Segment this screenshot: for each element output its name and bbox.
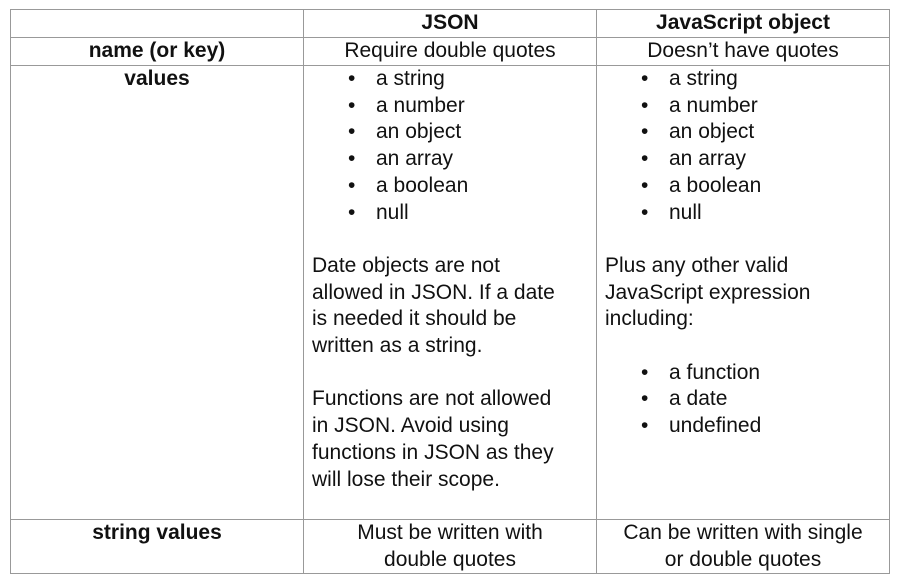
name-row: name (or key) Require double quotes Does…: [10, 37, 890, 66]
note-line: will lose their scope.: [312, 467, 500, 491]
list-item-label: a string: [376, 67, 445, 90]
note-line: written as a string.: [312, 334, 483, 358]
list-item-label: a string: [669, 67, 738, 90]
list-item: • a number: [605, 93, 881, 120]
bullet-icon: •: [641, 387, 649, 411]
js-values-cell: • a string • a number • an object • an array…: [596, 65, 890, 520]
row-label-values: values: [10, 65, 304, 520]
list-item-label: null: [376, 200, 409, 224]
list-item-label: an object: [669, 120, 755, 144]
list-item: • a number: [312, 93, 588, 120]
list-item: • a string: [312, 66, 588, 93]
list-item-label: a date: [669, 387, 728, 411]
bullet-icon: •: [348, 67, 356, 90]
bullet-icon: •: [641, 120, 649, 144]
list-item: • a boolean: [605, 173, 881, 200]
js-value-type-list: • a string • a number • an object • an array…: [605, 66, 881, 226]
list-item-label: a number: [376, 93, 465, 117]
json-values-cell: • a string • a number • an object • an array…: [303, 65, 597, 520]
bullet-icon: •: [348, 200, 356, 224]
list-item: • a boolean: [312, 173, 588, 200]
cell-line: Must be written with: [357, 521, 543, 544]
list-item: • null: [312, 200, 588, 227]
note-line: in JSON. Avoid using: [312, 414, 509, 438]
bullet-icon: •: [348, 120, 356, 144]
string-values-row: string values Must be written with doubl…: [10, 518, 890, 575]
list-item: • a function: [605, 360, 881, 387]
list-item-label: an array: [669, 147, 747, 171]
list-item-label: a boolean: [376, 173, 469, 197]
note-line: allowed in JSON. If a date: [312, 280, 555, 304]
list-item-label: undefined: [669, 414, 762, 438]
list-item-label: null: [669, 200, 702, 224]
list-item: • a date: [605, 386, 881, 413]
header-row: JSON JavaScript object: [10, 9, 890, 38]
note-line: functions in JSON as they: [312, 440, 554, 464]
list-item-label: a number: [669, 93, 758, 117]
note-line: is needed it should be: [312, 307, 517, 331]
list-item: • a string: [605, 66, 881, 93]
bullet-icon: •: [348, 93, 356, 117]
list-item-label: an array: [376, 147, 454, 171]
list-item: • undefined: [605, 413, 881, 440]
list-item: • an array: [605, 146, 881, 173]
header-javascript-object: JavaScript object: [596, 9, 890, 38]
bullet-icon: •: [348, 147, 356, 171]
list-item: • null: [605, 200, 881, 227]
note-line: Date objects are not: [312, 253, 500, 277]
bullet-icon: •: [641, 200, 649, 224]
bullet-icon: •: [641, 93, 649, 117]
row-label-name: name (or key): [10, 37, 304, 66]
json-date-note: Date objects are not allowed in JSON. If…: [312, 253, 588, 360]
json-string-cell: Must be written with double quotes: [303, 518, 597, 575]
list-item: • an object: [312, 119, 588, 146]
json-value-type-list: • a string • a number • an object • an array…: [312, 66, 588, 226]
note-line: Plus any other valid: [605, 253, 789, 277]
cell-line: or double quotes: [664, 547, 822, 571]
note-line: Functions are not allowed: [312, 387, 552, 411]
header-json: JSON: [303, 9, 597, 38]
json-function-note: Functions are not allowed in JSON. Avoid…: [312, 386, 588, 493]
comparison-table: JSON JavaScript object name (or key) Req…: [10, 9, 890, 575]
list-item: • an array: [312, 146, 588, 173]
bullet-icon: •: [641, 67, 649, 90]
js-name-cell: Doesn’t have quotes: [596, 37, 890, 66]
bullet-icon: •: [641, 414, 649, 438]
values-row: values • a string • a number • an object • a…: [10, 65, 890, 520]
note-line: including:: [605, 307, 694, 331]
note-line: JavaScript expression: [605, 280, 811, 304]
js-string-cell: Can be written with single or double quo…: [596, 518, 890, 575]
js-extra-type-list: • a function • a date • undefined: [605, 360, 881, 440]
json-name-cell: Require double quotes: [303, 37, 597, 66]
bullet-icon: •: [641, 173, 649, 197]
bullet-icon: •: [348, 173, 356, 197]
js-expression-note: Plus any other valid JavaScript expressi…: [605, 253, 881, 333]
list-item-label: a function: [669, 360, 761, 384]
cell-line: double quotes: [384, 547, 516, 571]
cell-line: Can be written with single: [623, 521, 863, 544]
bullet-icon: •: [641, 360, 649, 384]
list-item: • an object: [605, 119, 881, 146]
list-item-label: an object: [376, 120, 462, 144]
bullet-icon: •: [641, 147, 649, 171]
list-item-label: a boolean: [669, 173, 762, 197]
row-label-string-values: string values: [10, 518, 304, 575]
header-empty-cell: [10, 9, 304, 38]
